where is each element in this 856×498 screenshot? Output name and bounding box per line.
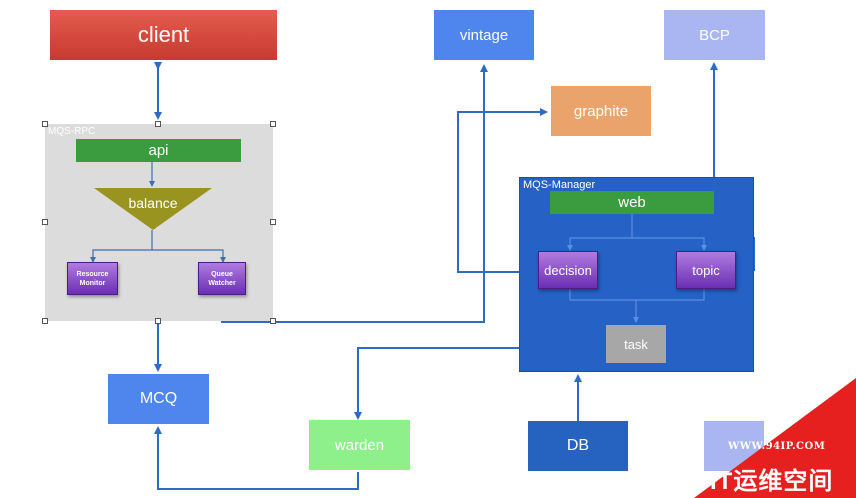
balance-label: balance	[128, 195, 178, 211]
vintage-label: vintage	[459, 26, 509, 44]
mcq-label: MCQ	[139, 390, 178, 407]
balance-node	[94, 188, 212, 230]
bcp-label: BCP	[699, 26, 730, 44]
task-node: task	[606, 325, 666, 363]
selection-handle-ml[interactable]	[42, 219, 48, 225]
mcq-node: MCQ	[108, 374, 209, 424]
edge-decision-graphite	[457, 108, 548, 273]
warden-label: warden	[334, 436, 385, 454]
queue-watcher-node: Queue Watcher	[198, 262, 246, 295]
selection-handle-bm[interactable]	[155, 318, 161, 324]
selection-handle-tl[interactable]	[42, 121, 48, 127]
watermark-url: WWW.94IP.COM	[728, 441, 826, 452]
mqs-rpc-title: MQS-RPC	[48, 126, 96, 137]
resource-monitor-label: Resource Monitor	[76, 270, 109, 287]
web-label: web	[618, 194, 646, 211]
db-node: DB	[528, 421, 628, 471]
selection-handle-bl[interactable]	[42, 318, 48, 324]
selection-handle-br[interactable]	[270, 318, 276, 324]
vintage-node: vintage	[434, 10, 534, 60]
client-node: client	[50, 10, 277, 60]
decision-label: decision	[544, 262, 592, 278]
resource-monitor-node: Resource Monitor	[67, 262, 118, 295]
edge-warden-mcq	[154, 426, 359, 490]
web-node: web	[550, 191, 714, 214]
decision-node: decision	[538, 251, 598, 289]
api-node: api	[76, 139, 241, 162]
client-label: client	[137, 22, 190, 47]
topic-label: topic	[692, 262, 720, 278]
graphite-node: graphite	[551, 86, 651, 136]
bcp-node: BCP	[664, 10, 765, 60]
mqs-manager-title: MQS-Manager	[523, 179, 596, 191]
topic-node: topic	[676, 251, 736, 289]
graphite-label: graphite	[573, 102, 629, 120]
db-label: DB	[566, 437, 590, 454]
warden-node: warden	[309, 420, 410, 470]
watermark-title: IT运维空间	[710, 468, 834, 495]
selection-handle-tm[interactable]	[155, 121, 161, 127]
selection-handle-tr[interactable]	[270, 121, 276, 127]
api-label: api	[148, 142, 169, 159]
queue-watcher-label: Queue Watcher	[208, 270, 236, 287]
selection-handle-mr[interactable]	[270, 219, 276, 225]
task-label: task	[624, 336, 648, 352]
